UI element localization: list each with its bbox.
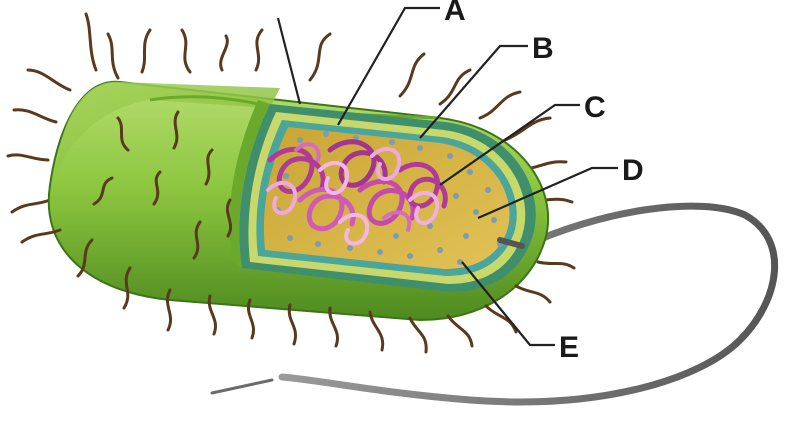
callout-label-b: B [532, 32, 554, 65]
callout-label-e: E [559, 331, 579, 364]
callout-label-a: A [444, 0, 466, 27]
callout-label-c: C [584, 91, 606, 124]
cutaway-interior [229, 100, 535, 292]
callout-label-d: D [622, 154, 644, 187]
